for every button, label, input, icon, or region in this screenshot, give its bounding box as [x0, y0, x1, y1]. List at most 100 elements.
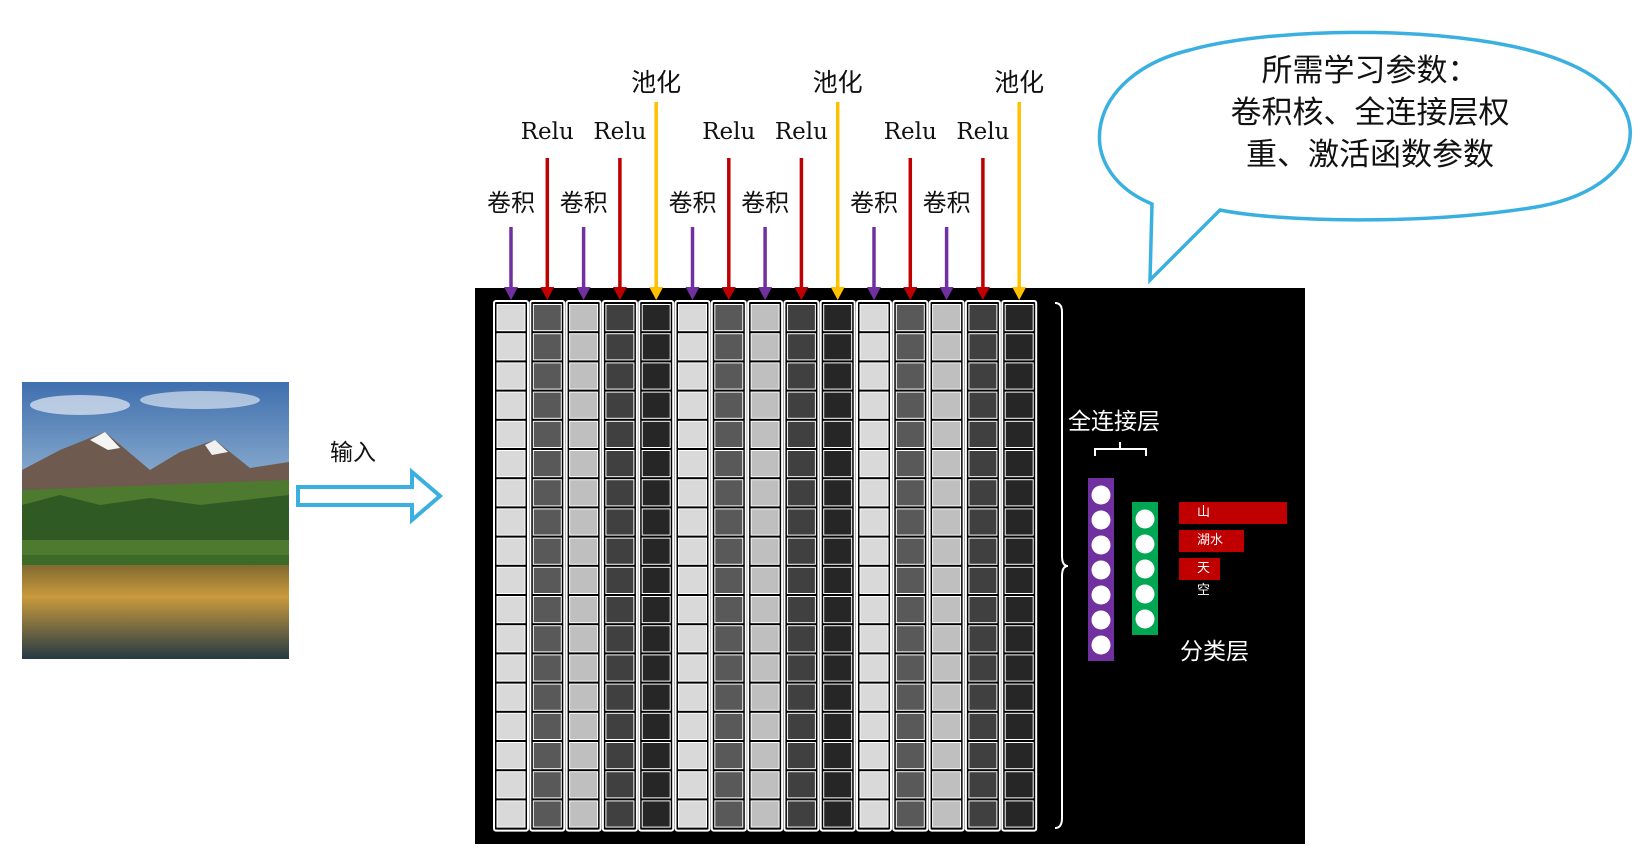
- feature-cell: [1004, 625, 1034, 653]
- feature-cell: [968, 596, 998, 624]
- feature-cell: [786, 742, 816, 770]
- layer-column-conv: [674, 300, 711, 832]
- conv-arrow-head: [576, 287, 591, 300]
- feature-cell: [859, 625, 889, 653]
- feature-cell: [714, 712, 744, 740]
- feature-cell: [750, 771, 780, 799]
- feature-cell: [859, 800, 889, 828]
- feature-cell: [532, 771, 562, 799]
- feature-cell: [895, 333, 925, 361]
- bubble-text: 所需学习参数： 卷积核、全连接层权 重、激活函数参数: [1150, 50, 1590, 176]
- conv-arrow-head: [867, 287, 881, 300]
- feature-cell: [895, 391, 925, 419]
- feature-cell: [750, 742, 780, 770]
- feature-cell: [968, 742, 998, 770]
- feature-cell: [605, 333, 635, 361]
- feature-cell: [859, 450, 889, 478]
- feature-cell: [532, 712, 562, 740]
- feature-cell: [968, 771, 998, 799]
- feature-cell: [895, 683, 925, 711]
- feature-cell: [641, 596, 671, 624]
- feature-cell: [532, 391, 562, 419]
- feature-cell: [932, 683, 962, 711]
- feature-cell: [569, 596, 599, 624]
- feature-cell: [569, 333, 599, 361]
- feature-cell: [714, 391, 744, 419]
- feature-cell: [823, 800, 853, 828]
- feature-cell: [532, 479, 562, 507]
- feature-cell: [714, 742, 744, 770]
- feature-cell: [823, 654, 853, 682]
- feature-cell: [532, 304, 562, 332]
- feature-cell: [569, 420, 599, 448]
- feature-cell: [678, 654, 707, 682]
- feature-cell: [569, 654, 599, 682]
- feature-cell: [641, 420, 671, 448]
- feature-cell: [678, 800, 707, 828]
- relu-label: Relu: [702, 119, 756, 145]
- feature-cell: [823, 683, 853, 711]
- feature-cell: [569, 712, 599, 740]
- feature-cell: [605, 420, 635, 448]
- feature-cell: [823, 391, 853, 419]
- feature-cell: [714, 333, 744, 361]
- feature-cell: [496, 800, 526, 828]
- feature-cell: [968, 450, 998, 478]
- feature-cell: [786, 333, 816, 361]
- conv-label: 卷积: [922, 189, 971, 217]
- feature-cell: [750, 566, 780, 594]
- feature-cell: [968, 537, 998, 565]
- feature-cell: [823, 508, 853, 536]
- feature-cell: [895, 625, 925, 653]
- neuron: [1091, 535, 1111, 555]
- conv-label: 卷积: [559, 189, 608, 217]
- layer-columns: [493, 300, 1038, 832]
- conv-arrow-head: [504, 287, 518, 300]
- feature-cell: [895, 508, 925, 536]
- feature-cell: [641, 508, 671, 536]
- output-bar: 山: [1179, 502, 1287, 524]
- feature-cell: [932, 537, 962, 565]
- feature-cell: [641, 537, 671, 565]
- feature-cell: [532, 566, 562, 594]
- feature-cell: [895, 479, 925, 507]
- feature-cell: [532, 800, 562, 828]
- feature-cell: [605, 800, 635, 828]
- feature-cell: [932, 771, 962, 799]
- classifier-label: 分类层: [1180, 639, 1249, 665]
- feature-cell: [859, 712, 889, 740]
- feature-cell: [750, 420, 780, 448]
- relu-arrow-head: [612, 287, 627, 300]
- feature-bracket: [1054, 302, 1069, 829]
- feature-cell: [786, 771, 816, 799]
- relu-label: Relu: [593, 119, 647, 145]
- feature-cell: [895, 712, 925, 740]
- speech-bubble: [1097, 30, 1632, 285]
- feature-cell: [750, 362, 780, 390]
- feature-cell: [678, 771, 707, 799]
- feature-cell: [895, 566, 925, 594]
- feature-cell: [496, 596, 526, 624]
- neuron: [1135, 584, 1155, 604]
- feature-cell: [932, 596, 962, 624]
- feature-cell: [823, 712, 853, 740]
- feature-cell: [569, 683, 599, 711]
- feature-cell: [786, 420, 816, 448]
- feature-cell: [932, 625, 962, 653]
- pool-label: 池化: [631, 68, 682, 97]
- feature-cell: [641, 450, 671, 478]
- feature-cell: [786, 537, 816, 565]
- feature-cell: [968, 683, 998, 711]
- feature-cell: [496, 537, 526, 565]
- feature-cell: [750, 625, 780, 653]
- feature-cell: [1004, 742, 1034, 770]
- feature-cell: [968, 479, 998, 507]
- feature-cell: [1004, 420, 1034, 448]
- feature-cell: [678, 362, 707, 390]
- feature-cell: [786, 304, 816, 332]
- feature-cell: [823, 479, 853, 507]
- feature-cell: [968, 304, 998, 332]
- feature-cell: [750, 479, 780, 507]
- feature-cell: [641, 771, 671, 799]
- relu-arrow-head: [975, 287, 990, 300]
